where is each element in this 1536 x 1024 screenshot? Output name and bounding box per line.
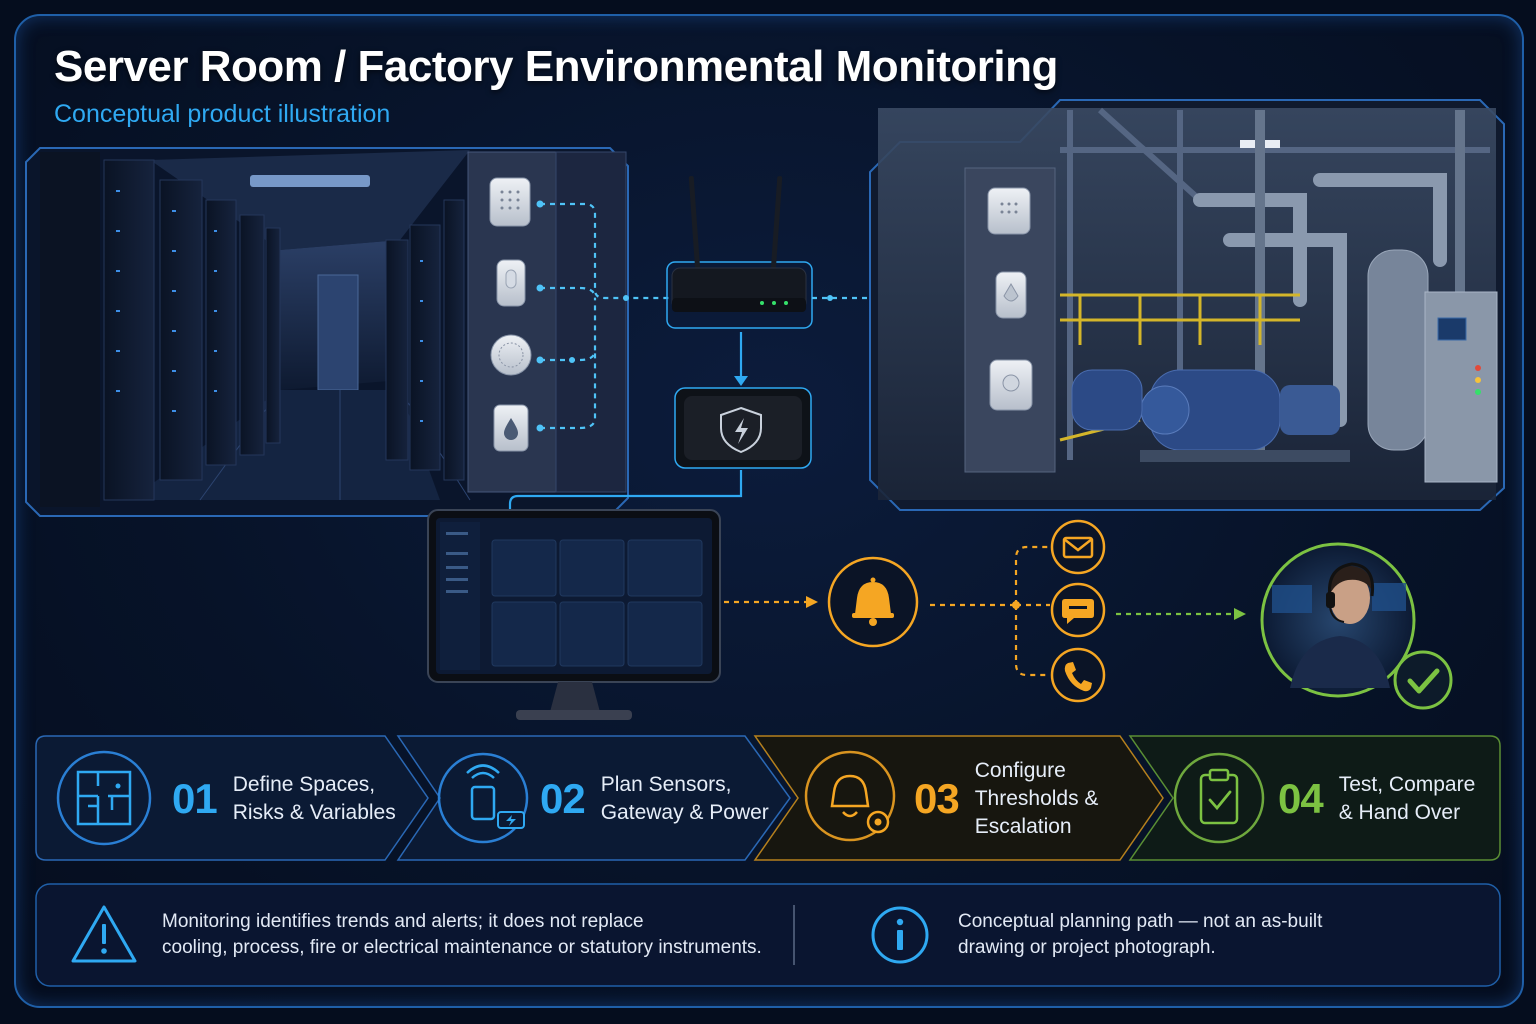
step-01: 01 Define Spaces, Risks & Variables <box>172 736 396 862</box>
factory-contact-sensor-icon <box>995 271 1027 319</box>
email-icon <box>1050 519 1106 575</box>
step-number: 01 <box>172 775 218 822</box>
step-label: Plan Sensors, Gateway & Power <box>600 773 769 824</box>
page-title: Server Room / Factory Environmental Moni… <box>54 42 1058 91</box>
step-02: 02 Plan Sensors, Gateway & Power <box>540 736 769 862</box>
step-04: 04 Test, Compare & Hand Over <box>1278 736 1475 862</box>
surge-protected-power-icon <box>674 387 812 469</box>
bell-icon <box>827 556 919 648</box>
step-label: Test, Compare & Hand Over <box>1338 773 1476 824</box>
temperature-humidity-sensor-icon <box>489 177 531 227</box>
factory-motion-sensor-icon <box>989 359 1033 411</box>
info-icon <box>871 906 929 964</box>
step-number: 03 <box>914 775 960 822</box>
floor-plan-icon <box>56 750 152 846</box>
server-room-panel <box>25 147 670 517</box>
sms-icon <box>1050 582 1106 638</box>
operator-with-headset <box>1260 542 1416 698</box>
page-subtitle: Conceptual product illustration <box>54 100 391 128</box>
step-03: 03 Configure Thresholds & Escalation <box>914 736 1098 862</box>
bell-gear-icon <box>804 750 896 842</box>
control-cabinet <box>1424 291 1498 483</box>
pump-motors <box>1071 369 1350 462</box>
clipboard-check-icon <box>1173 752 1265 844</box>
step-number: 04 <box>1278 775 1324 822</box>
notes-bar <box>35 883 1501 987</box>
server-racks-left <box>40 152 281 507</box>
water-leak-sensor-icon <box>493 404 529 452</box>
wireless-gateway-icon <box>666 176 813 329</box>
step-label: Configure Thresholds & Escalation <box>974 759 1099 838</box>
warning-icon <box>71 905 137 963</box>
phone-icon <box>1050 647 1106 703</box>
step-bar <box>35 735 1501 861</box>
monitoring-dashboard <box>427 509 721 720</box>
step-label: Define Spaces, Risks & Variables <box>232 773 396 824</box>
check-badge-icon <box>1393 650 1453 710</box>
warning-note: Monitoring identifies trends and alerts;… <box>162 911 762 958</box>
server-racks-right <box>385 199 465 481</box>
factory-panel <box>869 99 1505 511</box>
info-note: Conceptual planning path — not an as-bui… <box>958 911 1323 958</box>
factory-temperature-sensor-icon <box>987 187 1031 235</box>
wireless-sensor-icon <box>437 752 529 844</box>
door-contact-sensor-icon <box>496 259 526 307</box>
smoke-sensor-icon <box>490 334 532 376</box>
step-number: 02 <box>540 775 586 822</box>
